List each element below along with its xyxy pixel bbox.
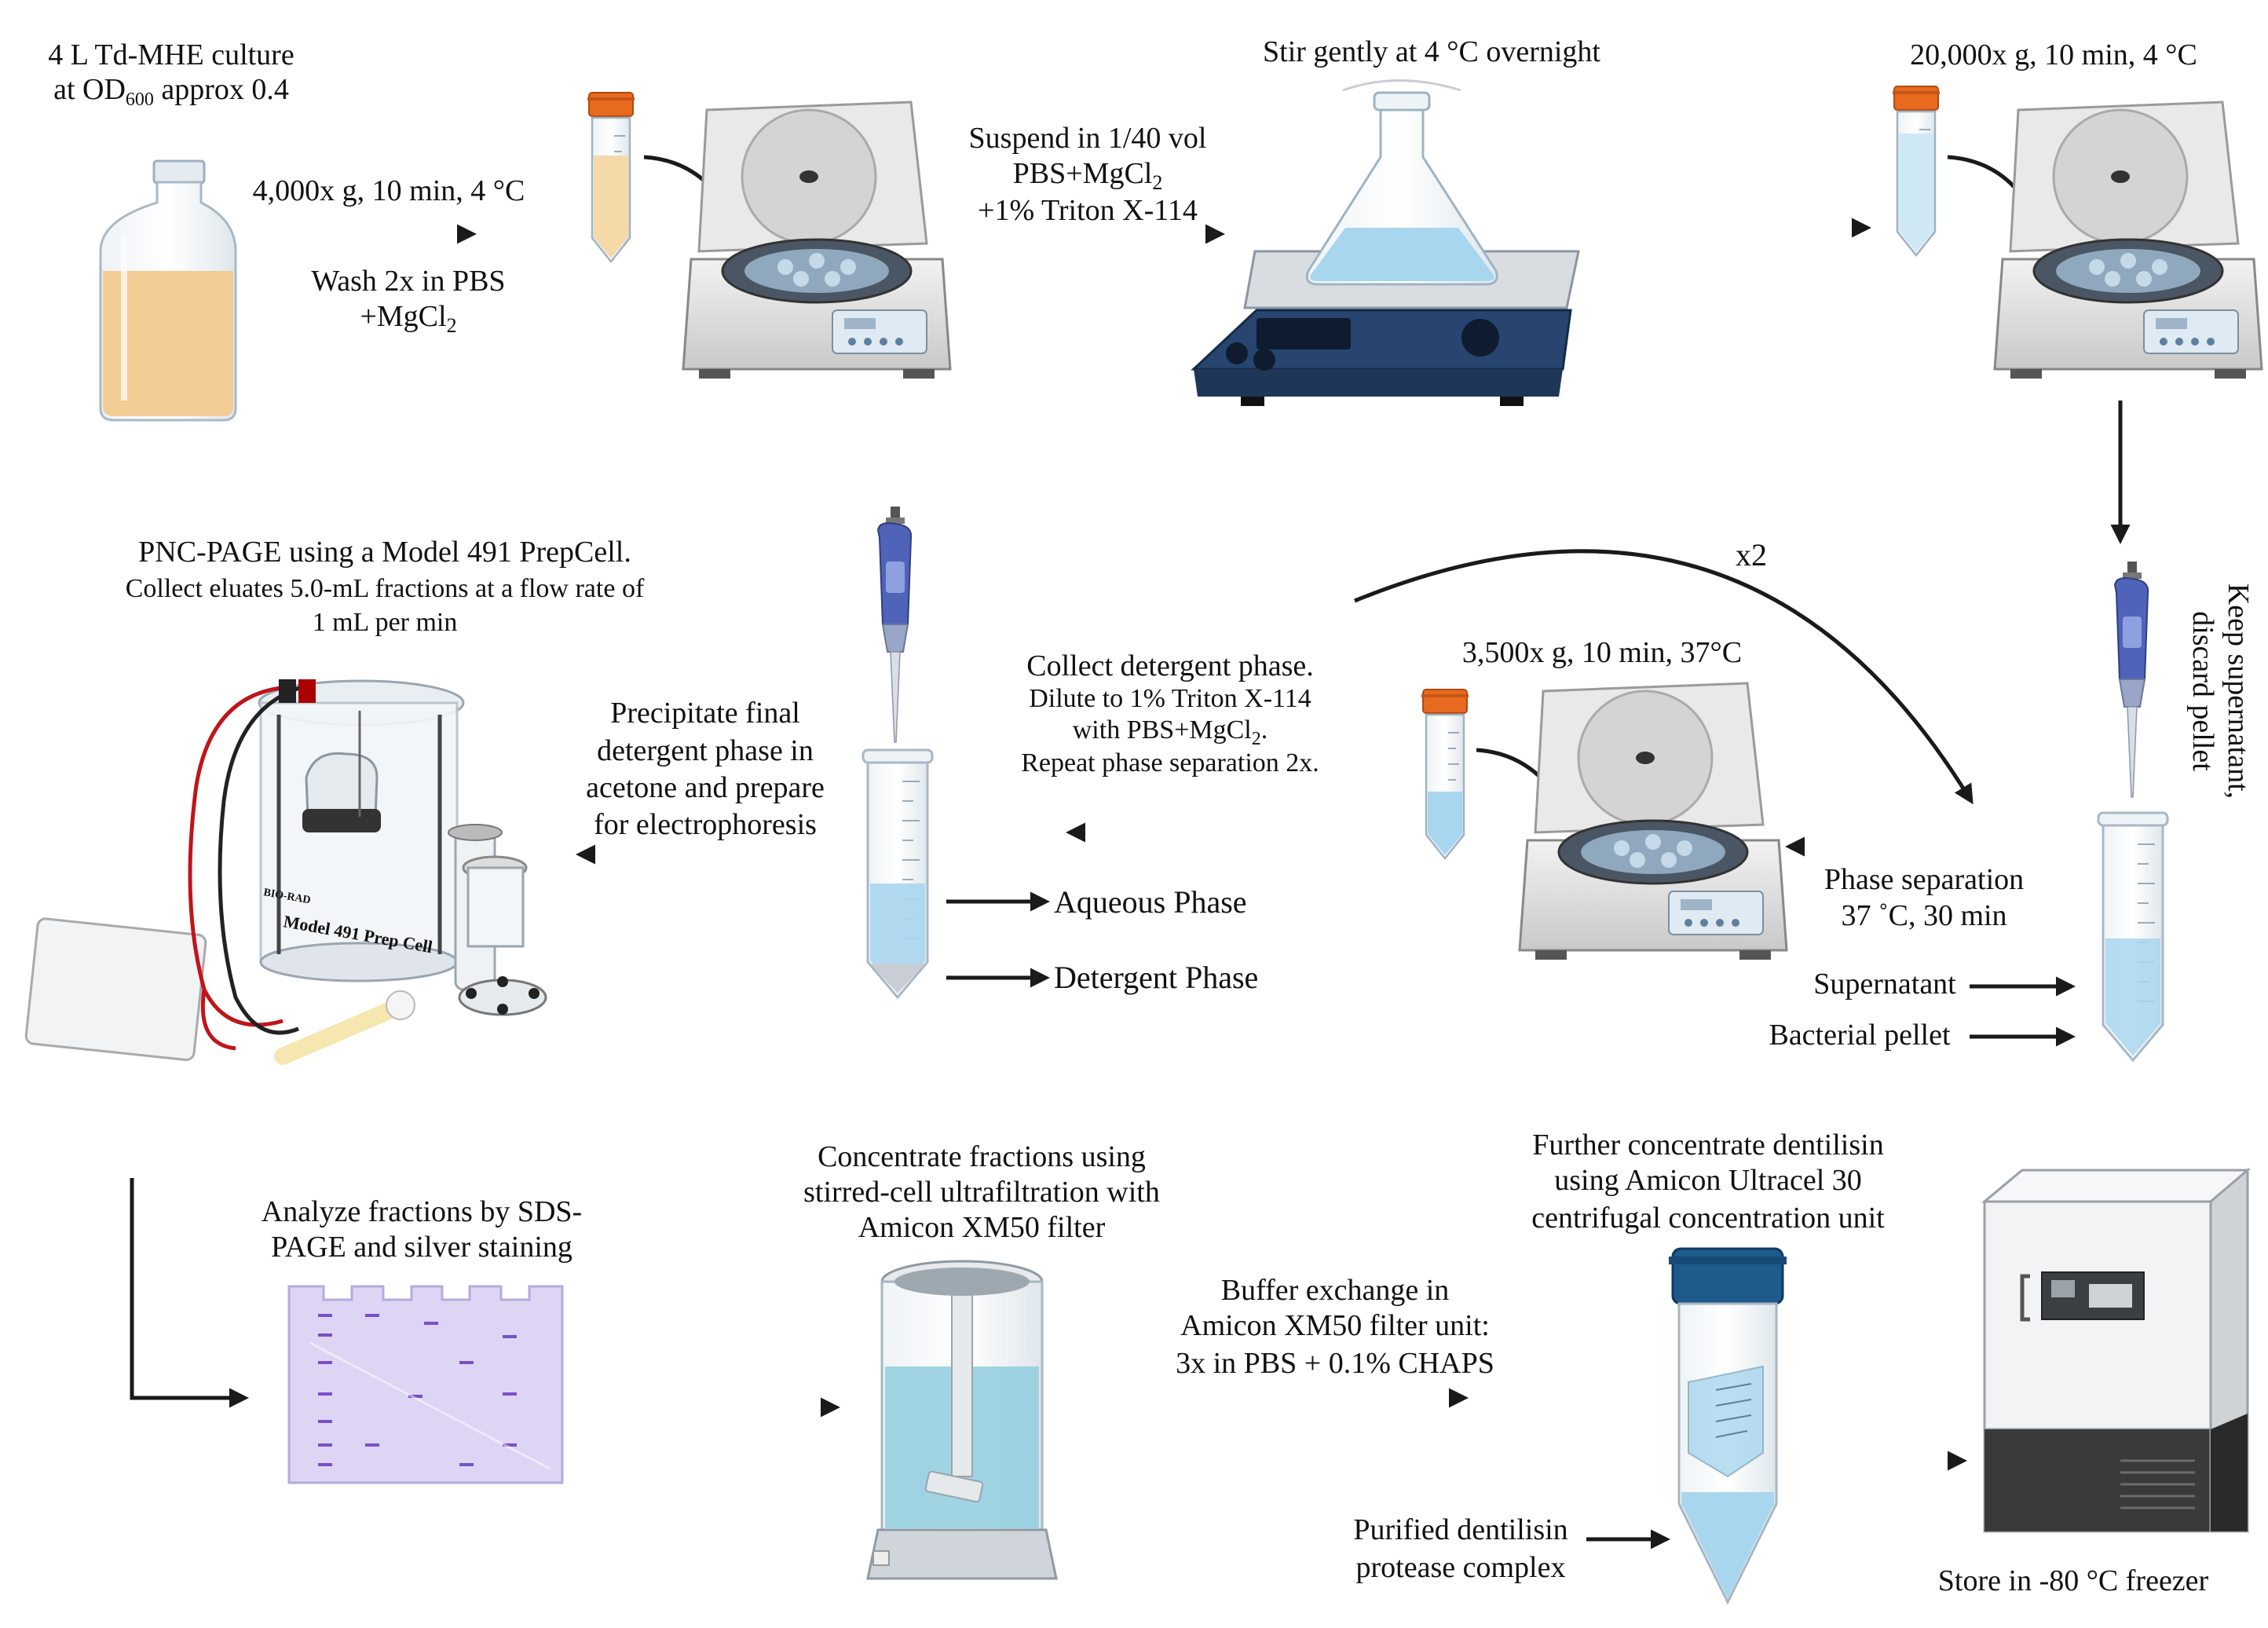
concentrate-label-3: Amicon XM50 filter — [858, 1211, 1106, 1244]
culture-label: 4 L Td-MHE culture — [48, 38, 294, 71]
further-label-3: centrifugal concentration unit — [1531, 1202, 1885, 1235]
stir-label: Stir gently at 4 °C overnight — [1263, 35, 1600, 68]
stir-plate-flask-icon — [1191, 79, 1580, 406]
suspend-label-3: +1% Triton X-114 — [978, 194, 1198, 227]
pipette-icon — [2114, 561, 2149, 798]
further-label-1: Further concentrate dentilisin — [1532, 1129, 1883, 1162]
pnc-page-label-2: Collect eluates 5.0-mL fractions at a fl… — [126, 574, 645, 603]
store-label: Store in -80 °C freezer — [1938, 1564, 2209, 1597]
amicon-tube-icon — [1669, 1247, 1787, 1605]
discard-pellet-label: discard pellet — [2186, 611, 2219, 771]
concentrate-label-1: Concentrate fractions using — [818, 1140, 1146, 1173]
phase-sep-label-2: 37 ˚C, 30 min — [1841, 899, 2006, 932]
sds-label-1: Analyze fractions by SDS- — [262, 1195, 582, 1228]
detergent-label: Detergent Phase — [1054, 960, 1258, 995]
concentrate-label-2: stirred-cell ultrafiltration with — [803, 1176, 1160, 1209]
aqueous-label: Aqueous Phase — [1054, 884, 1247, 920]
product-label-2: protease complex — [1356, 1551, 1566, 1584]
collect-label-4: Repeat phase separation 2x. — [1021, 748, 1319, 777]
phase-tube-icon — [861, 748, 934, 999]
spin-label-1: 4,000x g, 10 min, 4 °C — [253, 174, 525, 207]
falcon-tube-icon — [586, 91, 636, 263]
pipette-icon-2 — [877, 506, 913, 743]
repeat-loop-arrow — [1354, 549, 1974, 805]
bacterial-pellet-label: Bacterial pellet — [1769, 1019, 1950, 1052]
precipitate-label-4: for electrophoresis — [594, 808, 817, 841]
centrifuge-icon-2 — [1993, 101, 2263, 380]
buffer-label-1: Buffer exchange in — [1221, 1274, 1450, 1307]
collect-label-1: Collect detergent phase. — [1026, 649, 1313, 682]
collect-label-3: with PBS+MgCl2. — [1073, 715, 1268, 749]
keep-supernatant-label: Keep supernatant, — [2222, 584, 2255, 799]
freezer-icon — [1981, 1167, 2252, 1533]
suspend-label-2: PBS+MgCl2 — [1013, 157, 1163, 194]
falcon-tube-icon-3 — [1420, 688, 1470, 860]
collect-label-2: Dilute to 1% Triton X-114 — [1029, 684, 1311, 713]
spin-label-3: 3,500x g, 10 min, 37°C — [1462, 636, 1742, 669]
centrifuge-icon — [682, 101, 952, 380]
pnc-page-label-1: PNC-PAGE using a Model 491 PrepCell. — [138, 536, 631, 569]
arrow-to-sds-gel — [130, 1178, 249, 1408]
repeat-label: x2 — [1736, 537, 1767, 573]
stirred-cell-icon — [866, 1260, 1058, 1580]
buffer-label-3: 3x in PBS + 0.1% CHAPS — [1176, 1347, 1494, 1380]
precipitate-label-2: detergent phase in — [597, 734, 814, 767]
sds-label-2: PAGE and silver staining — [271, 1231, 572, 1264]
culture-bottle-icon — [99, 159, 237, 422]
suspend-label-1: Suspend in 1/40 vol — [969, 122, 1207, 155]
precipitate-label-1: Precipitate final — [610, 697, 800, 730]
sds-gel-icon — [287, 1285, 564, 1484]
falcon-tube-icon-2 — [1891, 85, 1941, 257]
supernatant-label: Supernatant — [1813, 968, 1956, 1001]
pnc-page-label-3: 1 mL per min — [313, 608, 458, 637]
supernatant-tube-icon — [2097, 811, 2169, 1062]
prepcell-apparatus-icon: Model 491 Prep Cell BIO-RAD — [24, 679, 547, 1065]
phase-sep-label-1: Phase separation — [1824, 863, 2024, 896]
further-label-2: using Amicon Ultracel 30 — [1554, 1164, 1862, 1197]
spin-label-2: 20,000x g, 10 min, 4 °C — [1910, 38, 2197, 71]
product-label-1: Purified dentilisin — [1353, 1513, 1567, 1546]
buffer-label-2: Amicon XM50 filter unit: — [1180, 1309, 1490, 1342]
wash-label-2: +MgCl2 — [360, 300, 456, 337]
centrifuge-icon-3 — [1518, 682, 1788, 961]
precipitate-label-3: acetone and prepare — [586, 771, 825, 804]
wash-label: Wash 2x in PBS — [311, 265, 505, 298]
culture-od-label: at OD600 approx 0.4 — [53, 73, 289, 110]
